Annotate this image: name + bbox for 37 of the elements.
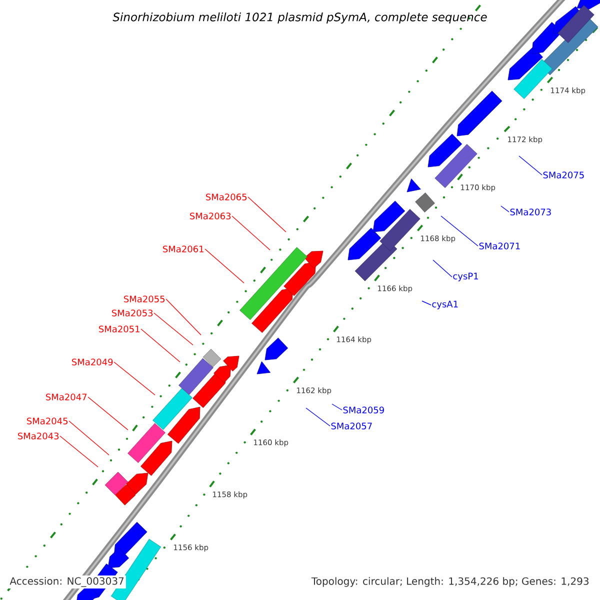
gene-label: SMa2055 <box>124 296 165 302</box>
gene-label: SMa2051 <box>99 326 140 332</box>
leader-line <box>204 248 244 284</box>
accession-note: Accession: NC_003037 <box>8 576 126 588</box>
gene-label: SMa2043 <box>18 432 59 440</box>
gene-label: SMa2053 <box>112 310 153 316</box>
leader-line <box>68 420 110 456</box>
leader-line <box>500 206 510 212</box>
gene-label: SMa2073 <box>510 208 551 216</box>
gene-label: SMa2045 <box>27 418 68 424</box>
leader-line <box>154 312 194 346</box>
leader-line <box>440 216 478 246</box>
leader-line <box>432 260 452 278</box>
leader-line <box>332 404 342 410</box>
leader-line <box>248 196 286 232</box>
gene-label: cysP1 <box>453 272 478 282</box>
gene-label: SMa2065 <box>206 194 247 200</box>
topology-note: Topology: circular; Length: 1,354,226 bp; Genes: 1,293 <box>310 576 591 588</box>
leader-line <box>140 328 180 362</box>
map-title: Sinorhizobium meliloti 1021 plasmid pSymA, complete sequence <box>112 12 487 24</box>
gene-label: SMa2047 <box>46 394 87 400</box>
gene-label: SMa2061 <box>163 246 204 252</box>
leader-line <box>88 396 128 430</box>
gene-label: cysA1 <box>432 300 458 310</box>
leader-line <box>232 216 270 250</box>
gene-label: SMa2071 <box>479 242 520 250</box>
gene-label: SMa2049 <box>72 358 113 366</box>
leader-line <box>166 298 202 336</box>
gene-label: SMa2063 <box>190 212 231 220</box>
gene-label: SMa2059 <box>343 406 384 414</box>
leader-line <box>422 300 432 306</box>
leader-line <box>114 362 156 396</box>
gene-label: SMa2057 <box>331 422 372 430</box>
gene-label: SMa2075 <box>543 172 584 178</box>
leader-line <box>306 408 330 426</box>
leader-line <box>60 436 98 468</box>
leader-line <box>518 156 542 176</box>
